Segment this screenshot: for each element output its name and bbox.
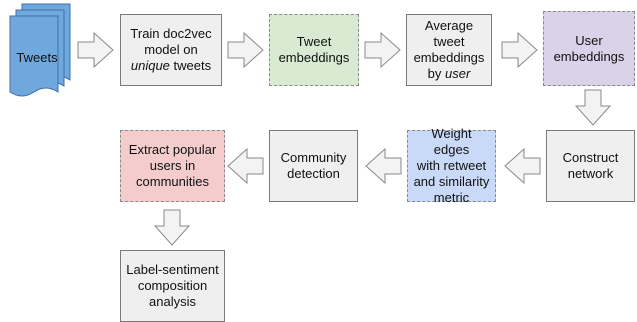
average-line-4: by user — [414, 66, 485, 82]
arrow-right-4 — [501, 31, 538, 69]
user-embeddings-box: User embeddings — [543, 11, 635, 86]
arrow-right-3 — [364, 31, 401, 69]
average-line-3: embeddings — [413, 50, 485, 65]
label-line-3: analysis — [149, 294, 196, 309]
arrow-left-1 — [504, 147, 541, 185]
construct-line-2: network — [567, 166, 614, 181]
label-line-1: Label-sentiment — [126, 262, 219, 277]
arrow-down-2 — [153, 209, 191, 246]
tweet-embeddings-box: Tweet embeddings — [269, 14, 359, 86]
train-doc2vec-box: Train doc2vec model on unique tweets — [120, 14, 222, 86]
extract-popular-users-box: Extract popular users in communities — [120, 130, 225, 202]
arrow-right-1 — [77, 31, 114, 69]
tweet-emb-line-2: embeddings — [278, 50, 350, 65]
user-emb-line-2: embeddings — [553, 48, 625, 64]
average-line-1: Average — [424, 18, 474, 33]
weight-edges-box: Weight edges with retweet and similarity… — [407, 126, 496, 205]
train-tweets: tweets — [169, 58, 212, 73]
arrow-down-1 — [574, 89, 612, 126]
arrow-left-3 — [227, 147, 264, 185]
weight-line-1: Weight edges — [431, 126, 472, 157]
construct-line-1: Construct — [562, 150, 619, 165]
arrow-left-2 — [365, 147, 402, 185]
community-line-1: Community — [280, 150, 347, 165]
average-by: by — [427, 66, 446, 81]
extract-line-3: communities — [136, 174, 209, 189]
weight-line-3: and similarity — [413, 174, 490, 189]
weight-line-2: with retweet — [416, 158, 487, 173]
extract-line-1: Extract popular — [128, 142, 217, 157]
community-line-2: detection — [287, 166, 340, 181]
tweets-label: Tweets — [16, 50, 58, 65]
arrow-right-2 — [227, 31, 264, 69]
user-emb-line-1: User — [575, 32, 603, 48]
train-line-1: Train doc2vec — [130, 26, 212, 41]
extract-line-2: users in — [149, 158, 196, 173]
weight-line-4: metric — [433, 190, 470, 205]
train-line-3: unique tweets — [130, 58, 211, 74]
construct-network-box: Construct network — [546, 130, 635, 202]
average-line-2: tweet — [433, 34, 465, 49]
train-line-2: model on — [144, 42, 198, 57]
label-sentiment-box: Label-sentiment composition analysis — [120, 250, 225, 322]
train-unique: unique — [130, 58, 170, 73]
community-detection-box: Community detection — [269, 130, 358, 202]
average-embeddings-box: Average tweet embeddings by user — [406, 14, 492, 86]
tweet-emb-line-1: Tweet — [296, 34, 332, 49]
average-user: user — [445, 66, 471, 81]
label-line-2: composition — [137, 278, 208, 293]
